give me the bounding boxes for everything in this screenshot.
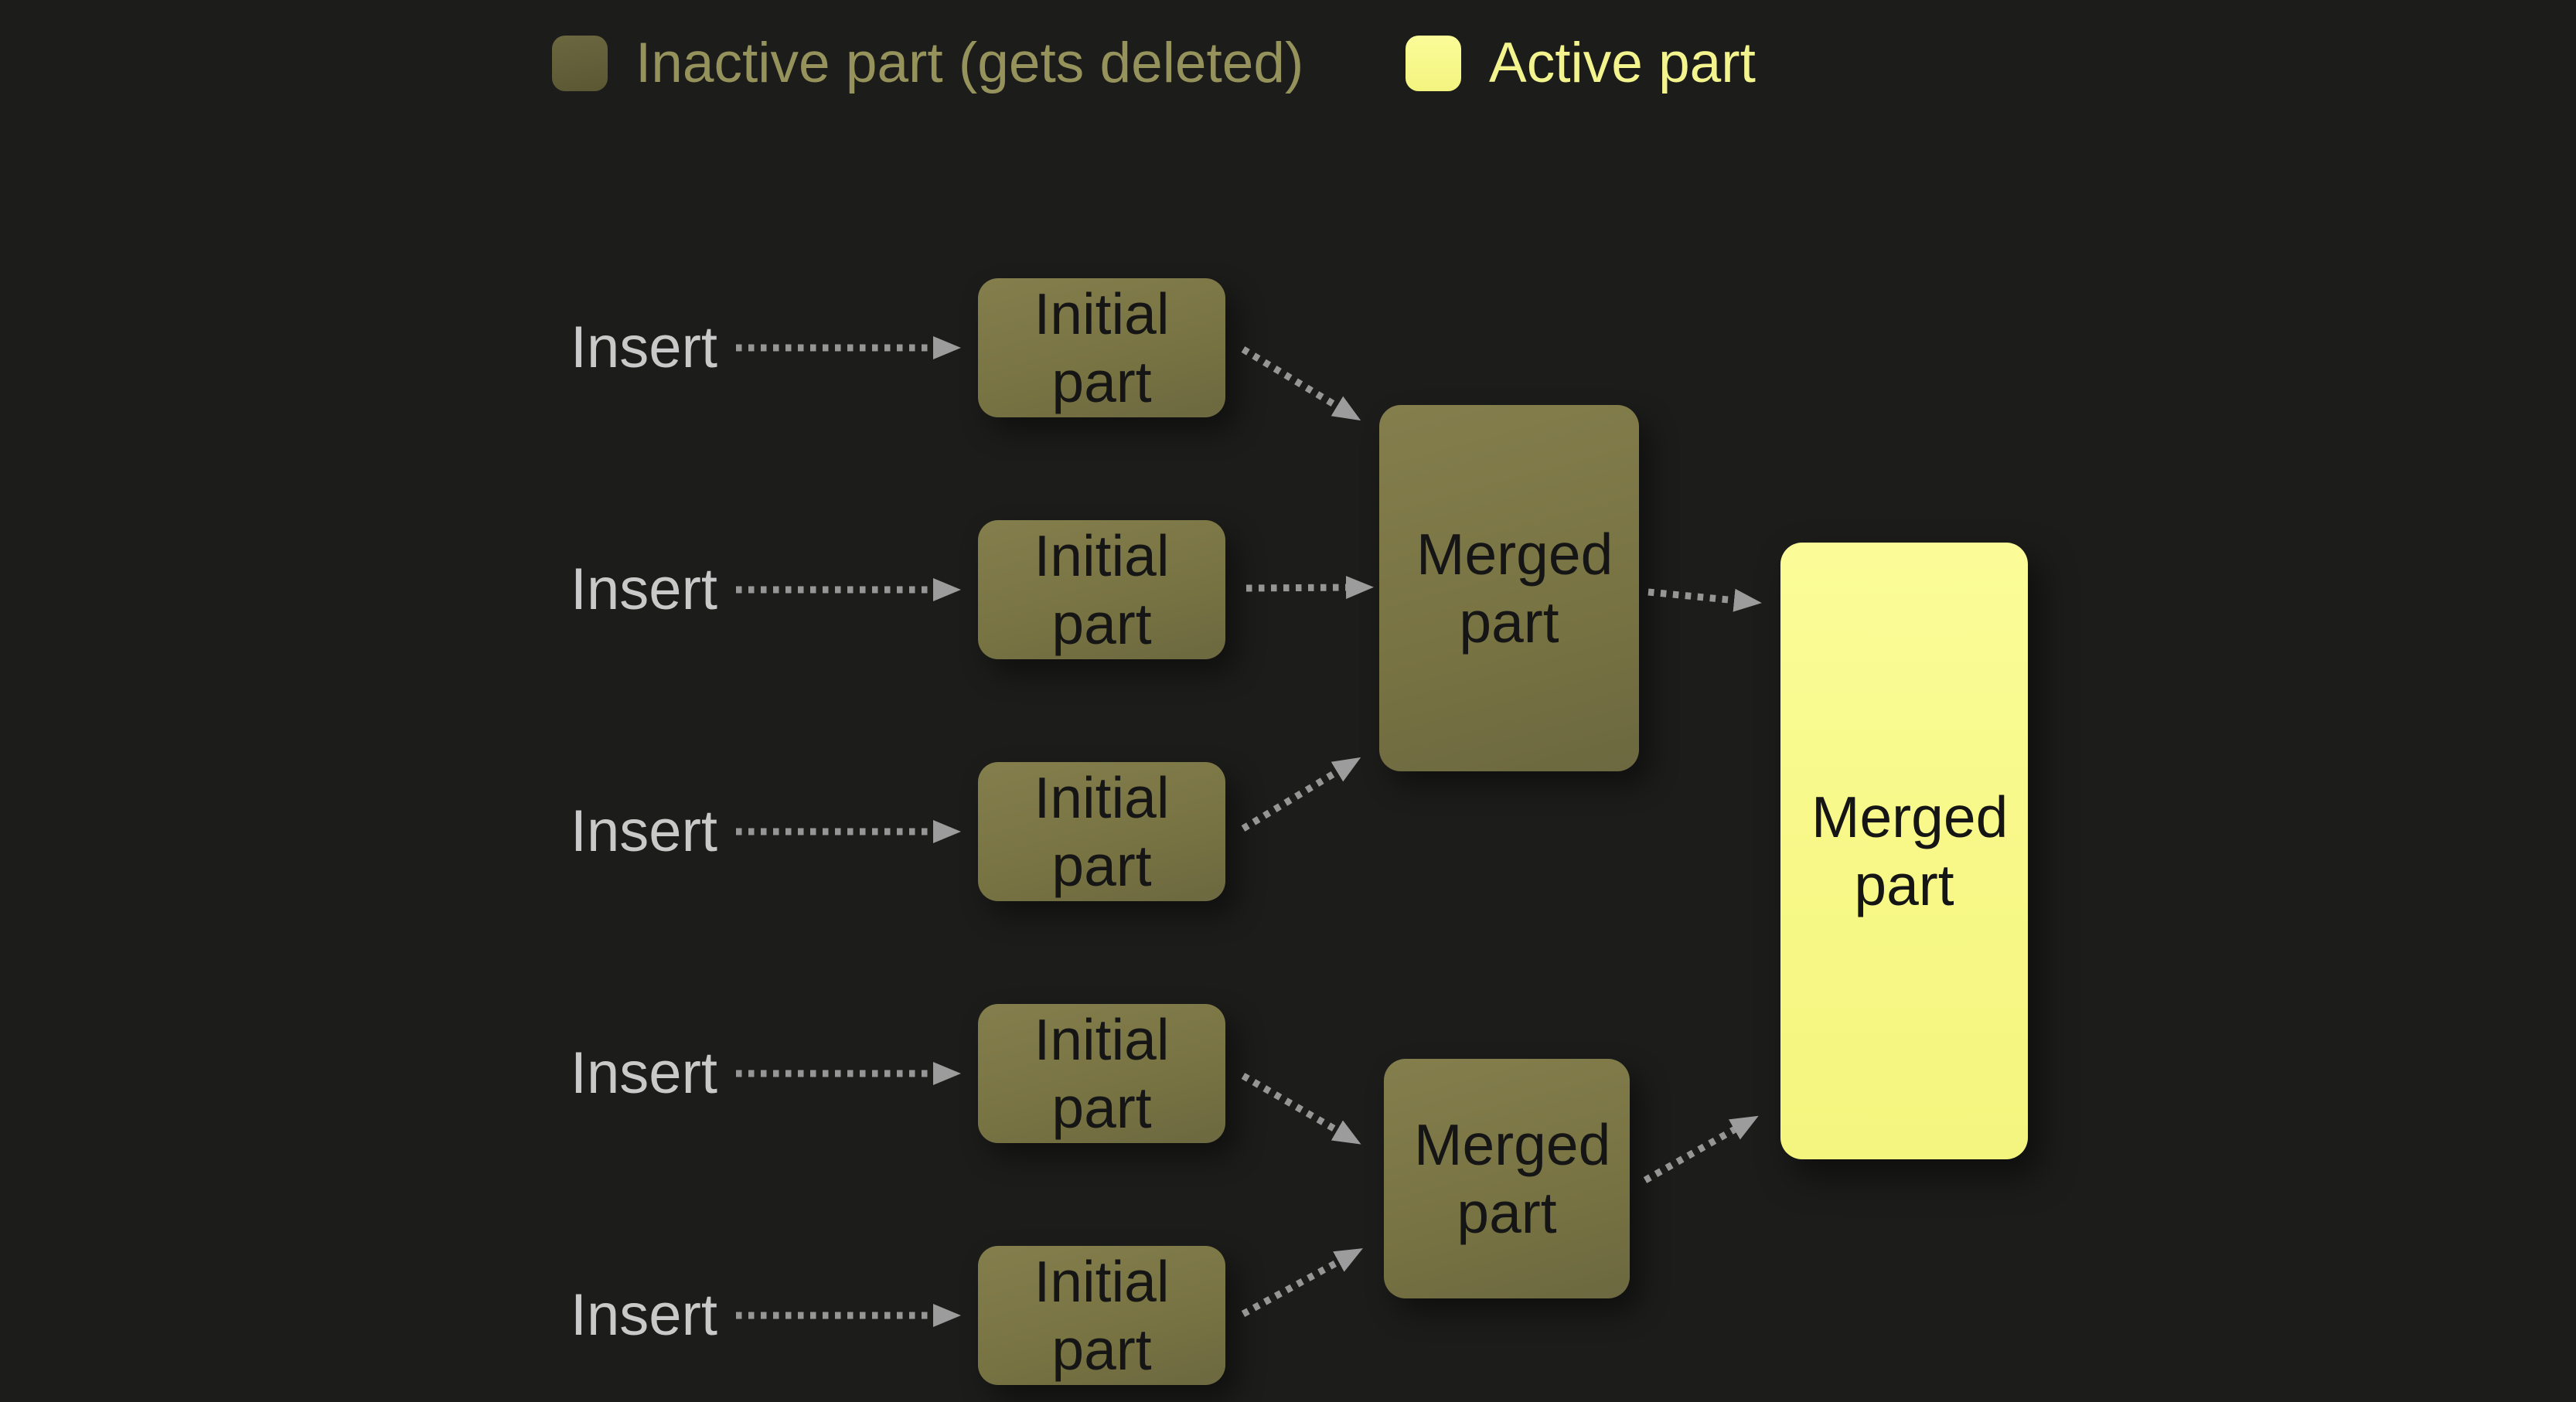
initial-part-box-2: Initial part: [978, 520, 1225, 659]
merged-part-label: Merged part: [1414, 1112, 1611, 1245]
insert-label-5: Insert: [570, 1282, 717, 1348]
arrow-initial5-to-merged-bottom: [1241, 1248, 1363, 1317]
insert-label-2: Insert: [570, 556, 717, 622]
legend-label-active: Active part: [1489, 32, 1756, 94]
initial-part-box-1: Initial part: [978, 278, 1225, 417]
insert-label-1: Insert: [570, 315, 717, 380]
initial-part-label: Initial part: [1034, 765, 1170, 898]
legend-item-inactive: Inactive part (gets deleted): [552, 34, 1303, 93]
merged-part-label: Merged part: [1811, 784, 2009, 917]
active-part-swatch: [1406, 36, 1461, 91]
insert-label-3: Insert: [570, 798, 717, 864]
merged-part-box-final: Merged part: [1780, 543, 2028, 1159]
arrow-initial4-to-merged-bottom: [1241, 1073, 1361, 1145]
merged-part-box-top: Merged part: [1379, 405, 1639, 771]
legend-item-active: Active part: [1406, 34, 1756, 93]
initial-part-box-4: Initial part: [978, 1004, 1225, 1143]
merged-part-label: Merged part: [1416, 522, 1613, 655]
initial-part-box-3: Initial part: [978, 762, 1225, 901]
arrow-initial3-to-merged-top: [1241, 757, 1361, 832]
initial-part-label: Initial part: [1034, 1007, 1170, 1140]
inactive-part-swatch: [552, 36, 608, 91]
arrow-merged-bottom-to-final: [1643, 1115, 1759, 1183]
arrow-initial2-to-merged-top: [1245, 576, 1374, 600]
initial-part-label: Initial part: [1034, 281, 1170, 414]
initial-part-label: Initial part: [1034, 523, 1170, 656]
arrow-merged-top-to-final: [1647, 588, 1762, 612]
arrow-initial1-to-merged-top: [1241, 346, 1361, 421]
initial-part-box-5: Initial part: [978, 1246, 1225, 1385]
initial-part-label: Initial part: [1034, 1249, 1170, 1382]
insert-label-4: Insert: [570, 1040, 717, 1106]
merged-part-box-bottom: Merged part: [1384, 1059, 1630, 1298]
legend-label-inactive: Inactive part (gets deleted): [635, 32, 1304, 94]
